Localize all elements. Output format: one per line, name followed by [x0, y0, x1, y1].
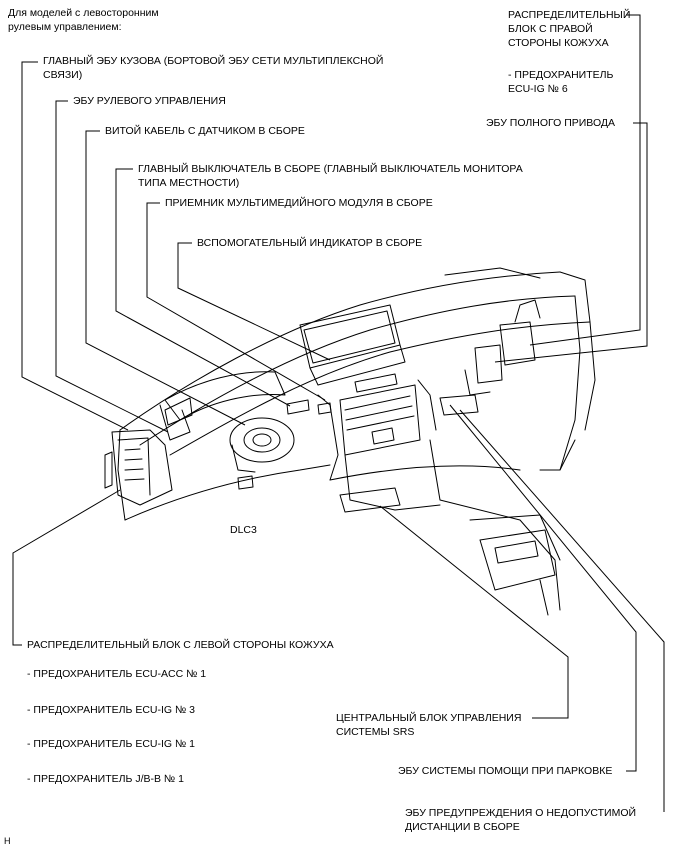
label-parking-assist-ecu: ЭБУ СИСТЕМЫ ПОМОЩИ ПРИ ПАРКОВКЕ [398, 765, 613, 777]
corner-mark: H [4, 836, 11, 846]
label-left-fuse-4: - ПРЕДОХРАНИТЕЛЬ J/B-B № 1 [27, 773, 184, 785]
label-body-ecu: ГЛАВНЫЙ ЭБУ КУЗОВА (БОРТОВОЙ ЭБУ СЕТИ МУ… [43, 55, 384, 81]
label-spiral-cable: ВИТОЙ КАБЕЛЬ С ДАТЧИКОМ В СБОРЕ [105, 125, 305, 137]
label-left-fuse-1: - ПРЕДОХРАНИТЕЛЬ ECU-ACC № 1 [27, 668, 207, 680]
label-multimedia-receiver: ПРИЕМНИК МУЛЬТИМЕДИЙНОГО МОДУЛЯ В СБОРЕ [165, 197, 433, 209]
label-left-junction-block: РАСПРЕДЕЛИТЕЛЬНЫЙ БЛОК С ЛЕВОЙ СТОРОНЫ К… [27, 639, 334, 651]
label-right-junction-block: РАСПРЕДЕЛИТЕЛЬНЫЙ БЛОК С ПРАВОЙ СТОРОНЫ … [508, 9, 631, 49]
label-awd-ecu: ЭБУ ПОЛНОГО ПРИВОДА [486, 117, 616, 129]
label-steering-ecu: ЭБУ РУЛЕВОГО УПРАВЛЕНИЯ [73, 95, 226, 107]
label-right-fuse: - ПРЕДОХРАНИТЕЛЬ ECU-IG № 6 [508, 69, 614, 95]
label-aux-indicator: ВСПОМОГАТЕЛЬНЫЙ ИНДИКАТОР В СБОРЕ [197, 237, 423, 249]
label-left-fuse-3: - ПРЕДОХРАНИТЕЛЬ ECU-IG № 1 [27, 738, 196, 750]
label-left-fuse-2: - ПРЕДОХРАНИТЕЛЬ ECU-IG № 3 [27, 704, 196, 716]
label-distance-warning-ecu: ЭБУ ПРЕДУПРЕЖДЕНИЯ О НЕДОПУСТИМОЙ ДИСТАН… [405, 807, 637, 833]
left-hand-drive-note: Для моделей с левосторонним рулевым упра… [8, 7, 159, 33]
label-main-switch: ГЛАВНЫЙ ВЫКЛЮЧАТЕЛЬ В СБОРЕ (ГЛАВНЫЙ ВЫК… [138, 163, 523, 189]
label-dlc3: DLC3 [230, 524, 257, 536]
label-srs-unit: ЦЕНТРАЛЬНЫЙ БЛОК УПРАВЛЕНИЯ СИСТЕМЫ SRS [336, 712, 522, 738]
